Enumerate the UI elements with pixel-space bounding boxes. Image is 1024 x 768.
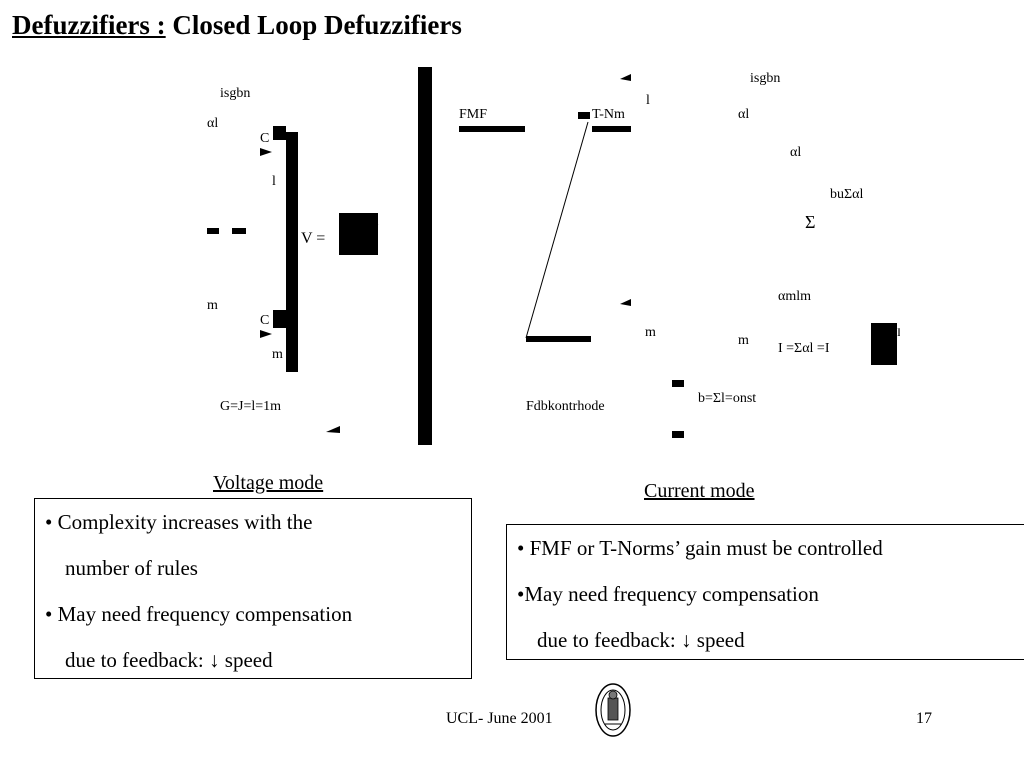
current-mode-box: • FMF or T-Norms’ gain must be controlle… [506,524,1024,660]
left-dash-2 [232,228,246,234]
right-diagonal-wire [525,121,589,339]
left-output-block [339,213,378,255]
left-label-gain: G=J=l=1m [220,399,281,414]
footer-text: UCL- June 2001 [446,710,553,727]
voltage-mode-box: • Complexity increases with the number o… [34,498,472,679]
voltage-mode-caption: Voltage mode [213,472,324,494]
page-number: 17 [916,710,932,727]
left-label-isgbn: isgbn [220,86,250,101]
right-label-m: m [645,325,656,340]
left-label-m: m [207,298,218,313]
voltage-bullet-2-line-1: • May need frequency compensation [45,602,353,626]
left-arrow-top [260,148,272,156]
right-label-constant: b=Σl=onst [698,391,756,406]
left-label-m-2: m [272,347,283,362]
title-rest: Closed Loop Defuzzifiers [165,10,462,40]
right-block-feedback-bottom [672,431,684,438]
right-formula-i: I =Σαl =I [778,341,830,356]
right-label-l-top: l [646,93,650,108]
right-label-sigma: Σ [805,212,815,232]
left-arrow-bottom [260,330,272,338]
right-label-feedback: Fdbkontrhode [526,399,605,414]
right-label-fmf: FMF [459,107,487,122]
left-label-c-bottom: C [260,313,269,328]
right-label-isgbn: isgbn [750,71,780,86]
right-bottom-line [526,336,591,342]
closed-loop-defuzzifier-diagram: isgbn αl C l V = G m C m G=J=l=1m FMF T-… [207,67,900,445]
left-label-c-top: C [260,131,269,146]
left-output-label: G [370,217,379,231]
title-underlined-part: Defuzzifiers : [12,10,166,40]
right-tnorm-line [592,126,631,132]
university-seal-logo [595,683,631,737]
left-arrow-small [326,426,340,433]
right-label-tnorm: T-Nm [592,107,625,122]
right-label-m-2: m [738,333,749,348]
right-arrow-mid [620,299,631,306]
right-block-tnorm [578,112,590,119]
right-output-block [871,323,897,365]
right-label-alpha1: αl [738,107,749,122]
left-dash-1 [207,228,219,234]
left-formula-v: V = [301,230,325,247]
left-label-alpha1: αl [207,116,218,131]
left-bus-bar [286,132,298,372]
current-mode-caption: Current mode [644,480,755,502]
current-bullet-2-line-1: •May need frequency compensation [517,582,819,606]
voltage-bullet-1-line-2: number of rules [65,556,198,580]
vertical-divider-bar [418,67,432,445]
right-arrow-top [620,74,631,81]
current-bullet-2-line-2: due to feedback: ↓ speed [537,628,745,652]
left-label-l: l [272,174,276,189]
current-bullet-1-line-1: • FMF or T-Norms’ gain must be controlle… [517,536,883,560]
left-block-top [273,126,286,140]
right-label-sum-alpha: buΣαl [830,187,863,202]
right-label-alpha1-b: αl [790,145,801,160]
voltage-bullet-1-line-1: • Complexity increases with the [45,510,313,534]
right-output-label: I [897,325,900,339]
right-block-feedback-top [672,380,684,387]
right-label-alpha-m: αmlm [778,289,811,304]
left-block-bottom [273,310,286,328]
slide-title: Defuzzifiers : Closed Loop Defuzzifiers [12,10,462,41]
right-fmf-line [459,126,525,132]
voltage-bullet-2-line-2: due to feedback: ↓ speed [65,648,273,672]
